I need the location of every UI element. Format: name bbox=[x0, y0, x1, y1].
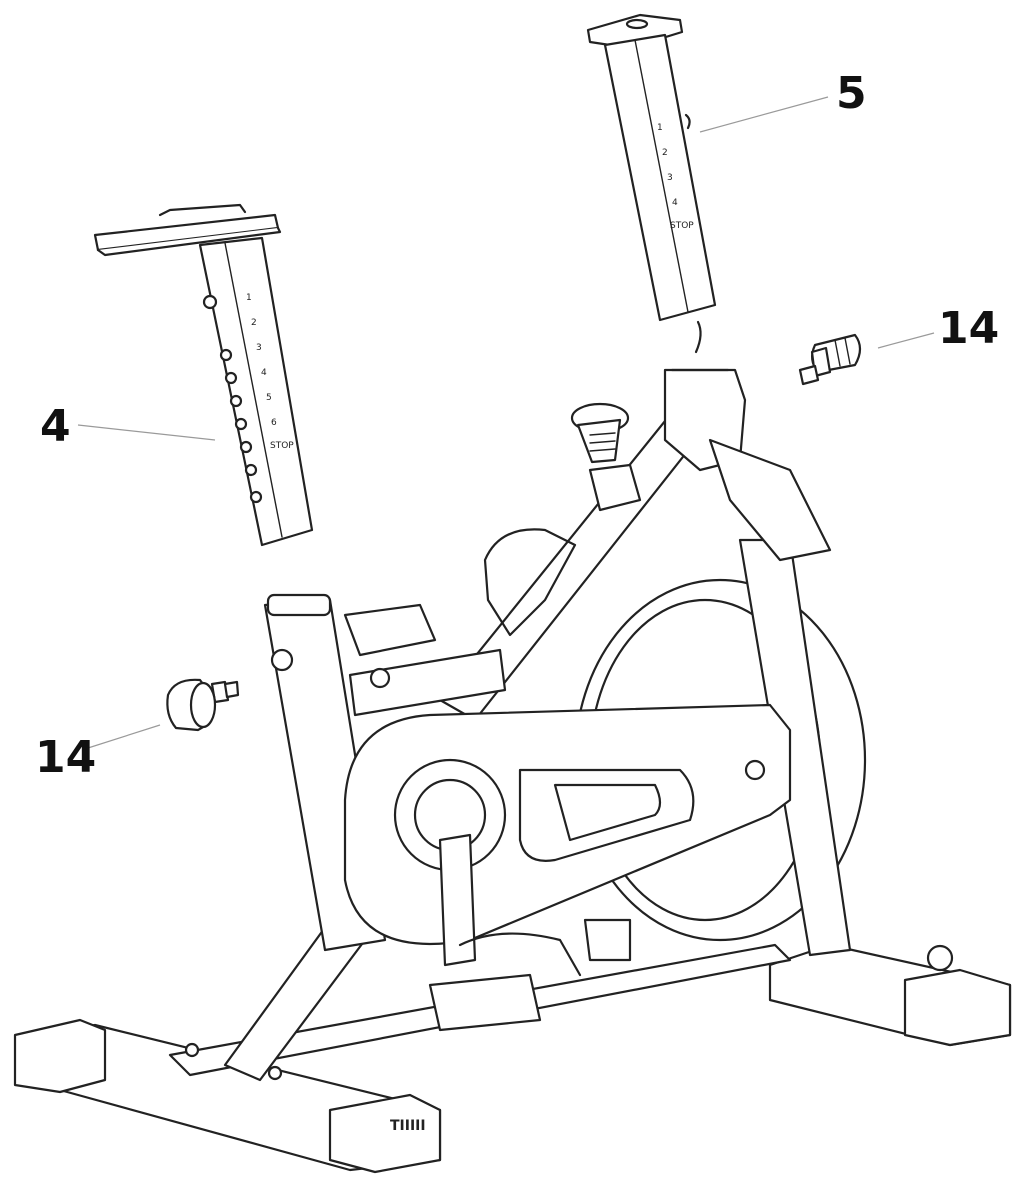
seat-mark-4: 4 bbox=[672, 198, 678, 208]
callout-label-4: 4 bbox=[40, 401, 71, 452]
seat-post: 1 2 3 4 STOP bbox=[586, 13, 717, 354]
handlebar-mark-4: 4 bbox=[261, 368, 267, 378]
callout-4: 4 bbox=[40, 401, 216, 452]
base-logo: TIIIII bbox=[390, 1118, 426, 1134]
seat-mark-1: 1 bbox=[657, 123, 663, 133]
callout-5: 5 bbox=[699, 68, 867, 133]
handlebar-mark-stop: STOP bbox=[270, 441, 294, 451]
handlebar-mark-6: 6 bbox=[271, 418, 277, 428]
callout-14-right: 14 bbox=[877, 303, 999, 354]
seat-mark-3: 3 bbox=[667, 173, 673, 183]
seat-mark-stop: STOP bbox=[670, 221, 694, 231]
handlebar-mark-1: 1 bbox=[246, 293, 252, 303]
handlebar-mark-3: 3 bbox=[256, 343, 262, 353]
callout-label-14-left: 14 bbox=[35, 732, 96, 783]
adjustment-knob-left bbox=[166, 678, 240, 732]
adjustment-knob-right bbox=[798, 333, 862, 386]
handlebar-mark-5: 5 bbox=[266, 393, 272, 403]
callout-label-14-right: 14 bbox=[938, 303, 999, 354]
callout-label-5: 5 bbox=[836, 68, 867, 119]
handlebar-post: 1 2 3 4 5 6 STOP bbox=[93, 203, 314, 547]
seat-mark-2: 2 bbox=[662, 148, 668, 158]
bike-frame: TIIIII bbox=[13, 368, 1012, 1174]
callout-14-left: 14 bbox=[35, 724, 161, 783]
handlebar-mark-2: 2 bbox=[251, 318, 257, 328]
